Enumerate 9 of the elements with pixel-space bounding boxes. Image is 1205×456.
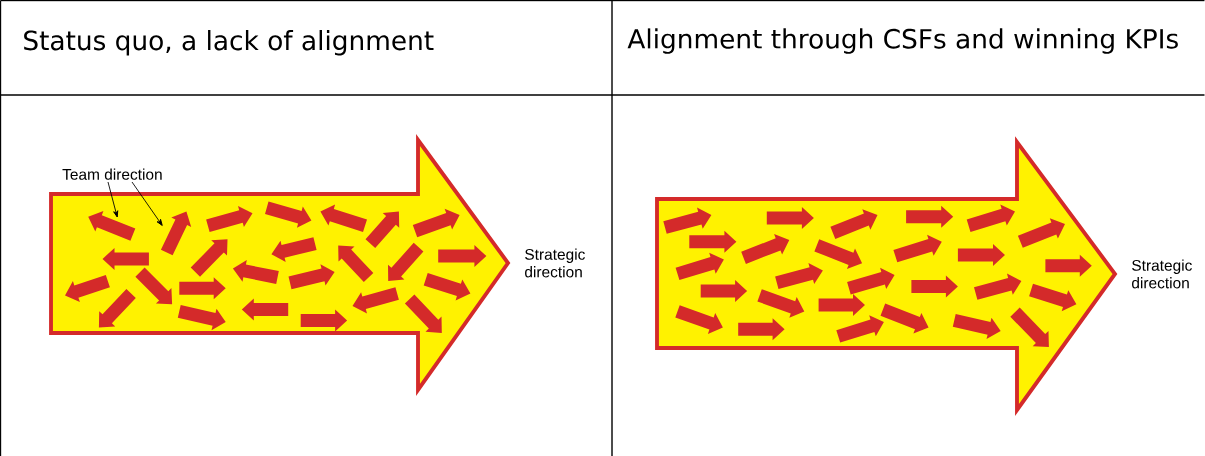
callout-text: Team direction	[62, 168, 162, 180]
big-arrow-drawing	[49, 134, 511, 397]
big-arrow-drawing	[655, 136, 1118, 416]
leader-line	[107, 181, 119, 218]
arrow-caption: Strategic direction	[525, 248, 585, 278]
header-cell: Status quo, a lack of alignment	[24, 30, 434, 56]
header-cell: Alignment through CSFs and winning KPIs	[627, 28, 1178, 54]
arrow-caption: Strategic direction	[1132, 259, 1192, 289]
leader-line	[131, 181, 163, 226]
